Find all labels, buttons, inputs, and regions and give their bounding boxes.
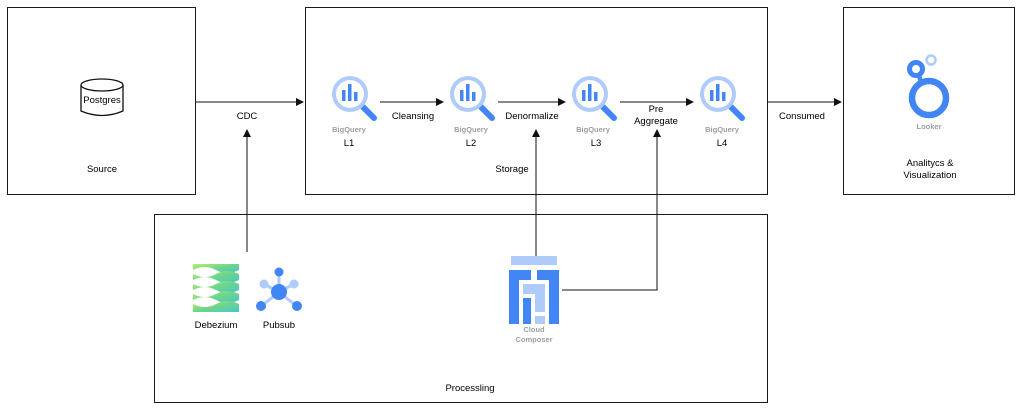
pre-aggregate-label-2: Aggregate <box>634 116 678 127</box>
composer-label-2: Composer <box>515 335 553 344</box>
layer-label-l4: L4 <box>716 138 728 149</box>
debezium-icon <box>191 262 241 314</box>
pubsub-label: Pubsub <box>262 320 296 331</box>
bigquery-label-l1: BigQuery <box>332 125 366 134</box>
cleansing-label: Cleansing <box>391 111 435 122</box>
layer-label-l3: L3 <box>590 138 602 149</box>
bigquery-icon <box>568 72 620 124</box>
analytics-label-2: Visualization <box>903 170 957 181</box>
looker-label: Looker <box>916 122 942 131</box>
bigquery-label-l4: BigQuery <box>705 125 739 134</box>
layer-label-l1: L1 <box>343 138 355 149</box>
denormalize-label: Denormalize <box>505 111 559 122</box>
pubsub-icon <box>252 264 306 316</box>
debezium-label: Debezium <box>194 320 238 331</box>
source-label: Source <box>86 164 118 175</box>
looker-icon <box>902 52 956 122</box>
database-icon <box>78 76 126 120</box>
cdc-label: CDC <box>236 111 258 122</box>
pre-aggregate-label-1: Pre <box>648 104 664 115</box>
layer-label-l2: L2 <box>465 138 477 149</box>
bigquery-icon <box>446 72 498 124</box>
composer-label-1: Cloud <box>523 325 545 334</box>
processing-box <box>154 214 768 403</box>
analytics-box <box>843 7 1015 195</box>
composer-to-pre-aggregate-arrow <box>562 129 661 291</box>
analytics-label-1: Analitycs & <box>906 158 954 169</box>
cloud-composer-icon <box>507 254 561 324</box>
bigquery-label-l2: BigQuery <box>454 125 488 134</box>
processing-label: Processling <box>445 383 495 394</box>
source-db-label: Postgres <box>83 95 121 106</box>
bigquery-icon <box>328 72 380 124</box>
storage-label: Storage <box>495 164 529 175</box>
bigquery-icon <box>696 72 748 124</box>
bigquery-label-l3: BigQuery <box>576 125 610 134</box>
consumed-label: Consumed <box>779 111 825 122</box>
